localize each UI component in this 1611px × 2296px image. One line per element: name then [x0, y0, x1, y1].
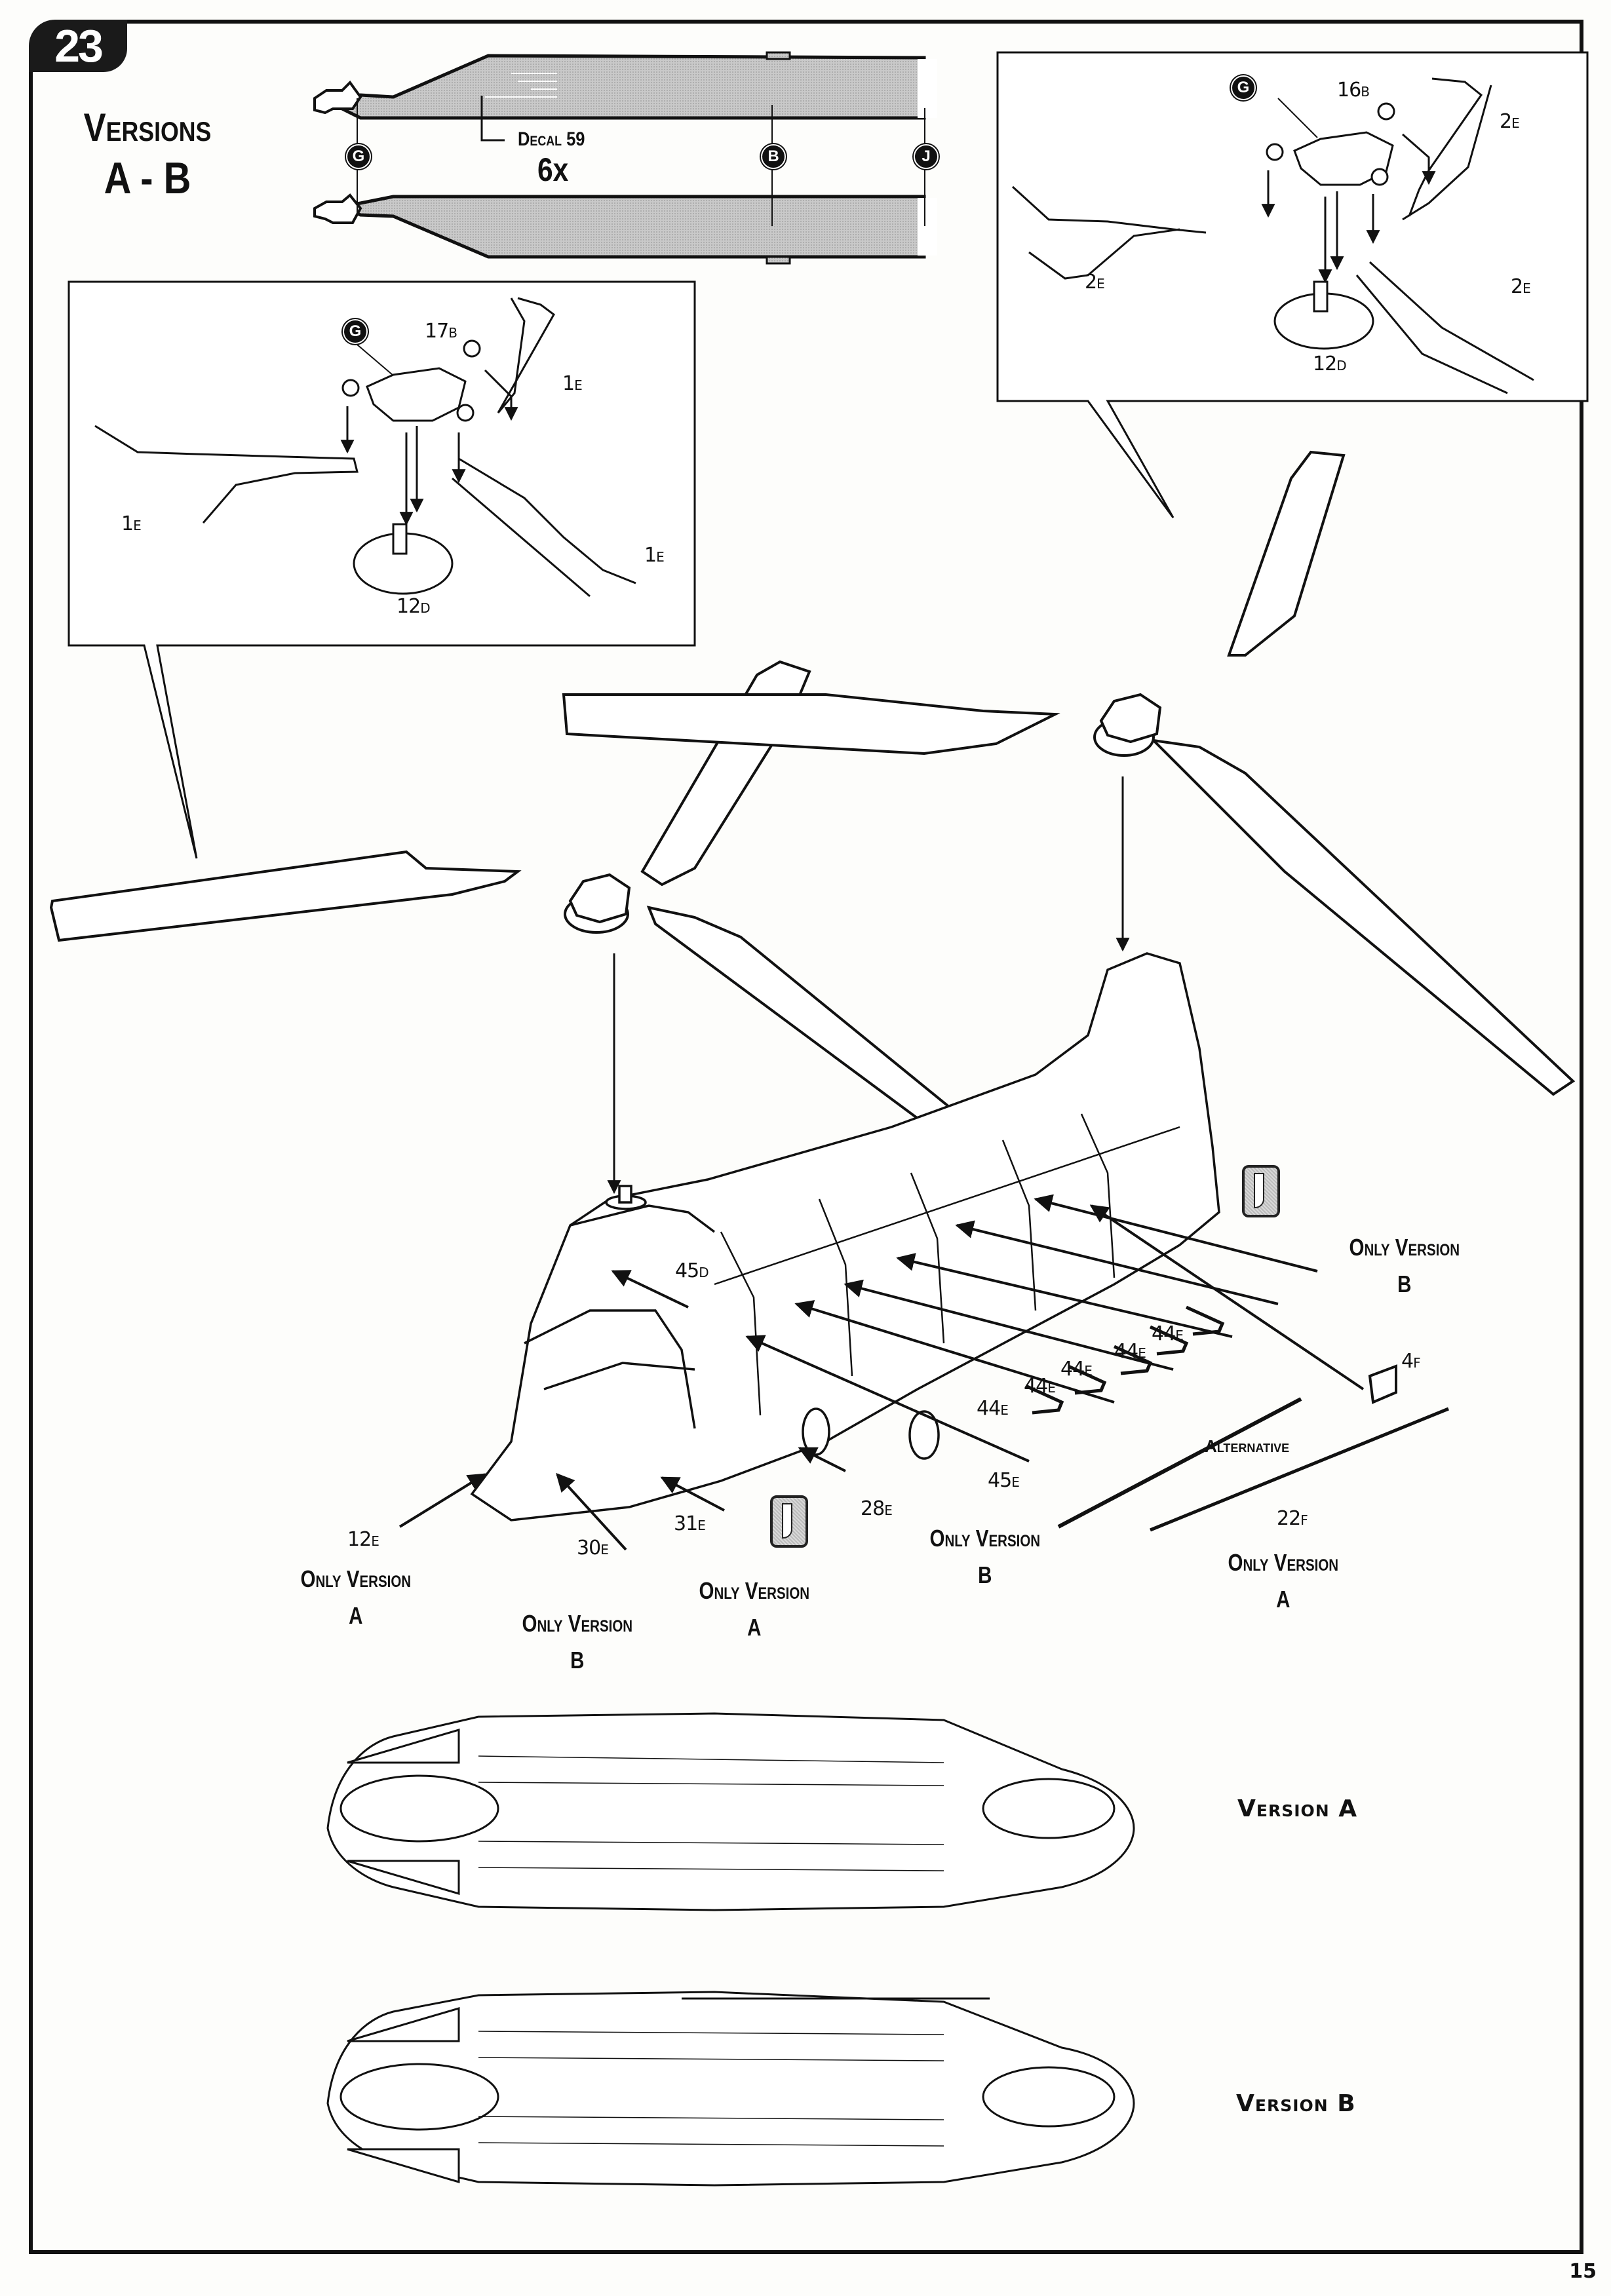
color-ref-g-front-hub: G	[343, 319, 368, 344]
note-only-version-b-45e: Only Version B	[929, 1525, 1041, 1588]
fuselage-isometric	[470, 952, 1220, 1521]
blade-bottom	[335, 195, 926, 259]
part-22f: 22F	[1277, 1507, 1308, 1530]
rear-rotor-inset-frame	[996, 51, 1589, 518]
top-view-label-version-a: Version A	[1237, 1795, 1358, 1822]
color-ref-b-blade: B	[761, 144, 786, 169]
part-30e: 30E	[577, 1537, 609, 1559]
part-2e-right: 2E	[1511, 275, 1531, 298]
color-ref-g-blade: G	[346, 144, 371, 169]
part-44e-3: 44E	[1060, 1358, 1093, 1381]
page-number: 15	[1569, 2260, 1597, 2283]
part-45d: 45D	[675, 1259, 709, 1282]
decal-label: Decal 59	[518, 128, 585, 150]
note-only-version-b-30e: Only Version B	[522, 1610, 633, 1674]
blade-multiplier: 6x	[537, 151, 569, 188]
note-only-version-a-31e: Only Version A	[699, 1577, 810, 1641]
part-2e-left: 2E	[1085, 271, 1105, 294]
part-44e-1: 44E	[977, 1397, 1009, 1420]
cut-knife-icon-rear	[1242, 1165, 1280, 1217]
color-ref-g-rear-hub: G	[1231, 75, 1256, 100]
color-ref-j-blade: J	[914, 144, 939, 169]
front-rotor-hub-exploded	[94, 297, 636, 598]
part-12d-rear: 12D	[1313, 353, 1347, 375]
top-view-version-b	[326, 1991, 1135, 2187]
step-number-badge: 23	[29, 20, 127, 72]
cut-knife-icon-front	[770, 1495, 808, 1548]
note-only-version-b-4f: Only Version B	[1349, 1234, 1460, 1297]
part-45e: 45E	[988, 1469, 1020, 1492]
part-12d-front: 12D	[397, 595, 431, 618]
versions-heading: Versions A - B	[62, 105, 233, 204]
detail-arrows	[398, 1194, 1449, 1551]
rear-rotor-assembly	[562, 450, 1576, 1096]
rotor-placement-arrows	[607, 776, 1130, 1195]
blade-top-grip	[313, 80, 362, 115]
part-16b: 16B	[1337, 79, 1370, 102]
part-31e: 31E	[674, 1512, 706, 1535]
blade-bottom-tip	[918, 198, 937, 256]
blade-bottom-grip	[313, 193, 362, 224]
blade-bottom-tab	[766, 256, 791, 265]
note-only-version-a-12e: Only Version A	[300, 1565, 412, 1629]
top-view-label-version-b: Version B	[1236, 2090, 1356, 2117]
part-44e-4: 44E	[1114, 1340, 1146, 1363]
part-17b: 17B	[425, 320, 457, 343]
part-2e-upper: 2E	[1500, 110, 1520, 133]
alternative-label: Alternative	[1205, 1436, 1290, 1456]
blade-top-tab	[766, 51, 791, 60]
part-28e: 28E	[861, 1497, 893, 1520]
blade-painting-diagram	[313, 51, 937, 265]
top-view-version-a	[326, 1712, 1135, 1911]
rear-rotor-hub-exploded	[1011, 77, 1534, 394]
bracket-4f	[1368, 1364, 1397, 1404]
page-frame	[29, 20, 1583, 2254]
blade-top	[339, 54, 926, 120]
part-1e-right-lower: 1E	[644, 544, 665, 567]
note-only-version-a-22f: Only Version A	[1228, 1549, 1339, 1613]
grab-handles-44e	[1024, 1305, 1225, 1415]
part-44e-5: 44E	[1152, 1322, 1184, 1345]
blade-top-tip	[918, 59, 937, 118]
part-1e-left: 1E	[121, 512, 142, 535]
part-12e: 12E	[347, 1528, 379, 1551]
step-number: 23	[54, 20, 104, 71]
part-44e-2: 44E	[1024, 1375, 1056, 1398]
part-4f: 4F	[1401, 1350, 1421, 1373]
heading-line1: Versions	[83, 105, 212, 149]
part-1e-right-upper: 1E	[562, 372, 583, 395]
heading-line2: A - B	[104, 153, 191, 203]
